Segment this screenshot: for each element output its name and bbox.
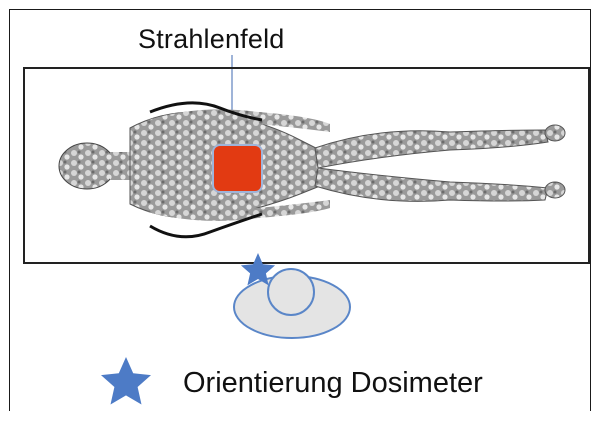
legend-star-icon — [101, 357, 151, 405]
radiation-field — [213, 145, 262, 192]
legend-label: Orientierung Dosimeter — [183, 367, 483, 400]
human-body-figure — [59, 109, 565, 221]
